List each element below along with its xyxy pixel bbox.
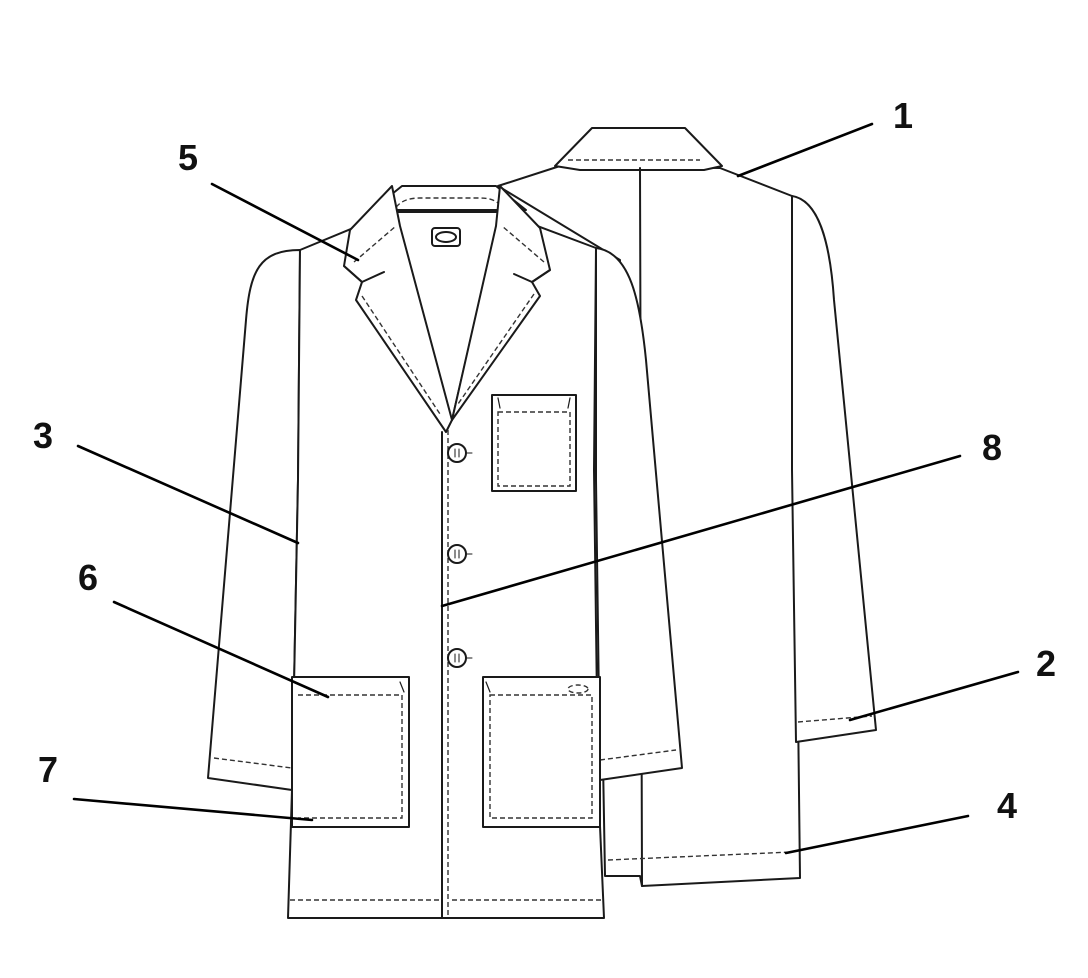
chest-pocket xyxy=(491,394,577,492)
leader-line-4 xyxy=(784,814,970,855)
leader-line-3 xyxy=(76,444,300,545)
lower-right-pocket xyxy=(482,676,601,828)
leader-line-8 xyxy=(440,454,962,608)
front-buttons xyxy=(447,443,473,668)
callout-2: 2 xyxy=(1036,643,1056,684)
callout-labels: 1 2 3 4 5 6 7 8 xyxy=(33,95,1056,826)
leader-line-2 xyxy=(848,670,1020,722)
leader-line-5 xyxy=(210,182,360,262)
callout-leaders xyxy=(72,122,1020,855)
leader-line-7 xyxy=(72,797,314,822)
leader-line-1 xyxy=(736,122,874,178)
lower-left-pocket xyxy=(291,676,410,828)
callout-7: 7 xyxy=(38,749,58,790)
callout-1: 1 xyxy=(893,95,913,136)
callout-5: 5 xyxy=(178,137,198,178)
callout-3: 3 xyxy=(33,415,53,456)
callout-4: 4 xyxy=(997,785,1017,826)
callout-8: 8 xyxy=(982,427,1002,468)
brand-logo-label xyxy=(431,227,461,247)
leader-line-6 xyxy=(112,600,330,699)
callout-6: 6 xyxy=(78,557,98,598)
